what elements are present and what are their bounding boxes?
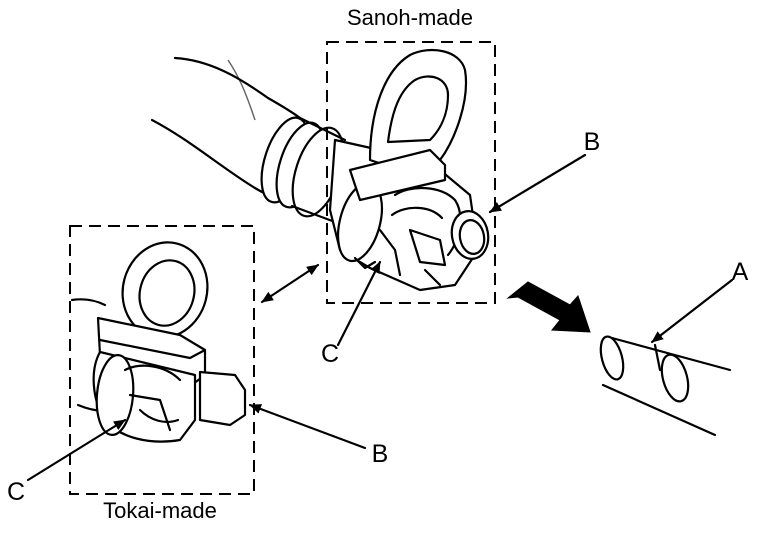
fuel-pipe (599, 335, 732, 437)
disconnect-direction-arrow (506, 281, 591, 333)
callout-c-sanoh: C (321, 340, 339, 368)
tokai-detail-box (69, 225, 255, 495)
leader-c-sanoh (336, 260, 382, 347)
tokai-connector (70, 241, 247, 443)
sanoh-detail-box (326, 41, 496, 304)
callout-b-tokai: B (372, 440, 389, 468)
caption-tokai: Tokai-made (103, 498, 217, 523)
leader-a (650, 278, 734, 344)
callout-a: A (732, 258, 749, 286)
leader-c-tokai (26, 418, 127, 482)
sanoh-connector (328, 48, 490, 292)
callout-b-sanoh: B (584, 128, 601, 156)
interchange-arrow (260, 263, 320, 304)
leader-b-sanoh (488, 153, 587, 214)
caption-sanoh: Sanoh-made (347, 5, 473, 30)
main-fuel-hose (150, 56, 347, 224)
leader-b-tokai (248, 403, 367, 450)
callout-c-tokai: C (7, 478, 25, 506)
